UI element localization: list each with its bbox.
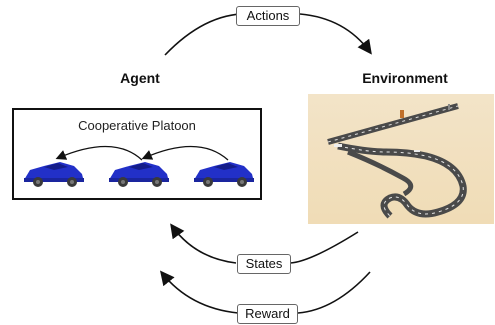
reward-arrow — [297, 271, 371, 314]
actions-label: Actions — [236, 6, 300, 26]
platoon-arrow-2 — [141, 145, 229, 161]
states-arrow — [289, 231, 359, 264]
platoon-cars — [24, 145, 254, 187]
actions-arrow-end — [299, 13, 372, 55]
reward-label: Reward — [237, 304, 298, 324]
platoon-arrow-1 — [55, 145, 143, 161]
race-track-scene — [327, 103, 467, 219]
environment-scene — [308, 94, 494, 224]
environment-heading: Environment — [362, 70, 448, 86]
car-icon-1 — [24, 162, 84, 187]
states-arrow-end — [170, 223, 237, 264]
car-icon-2 — [109, 162, 169, 187]
reward-arrow-end — [160, 270, 239, 314]
platoon-title: Cooperative Platoon — [78, 118, 196, 133]
car-icon-3 — [194, 162, 254, 187]
states-label: States — [237, 254, 291, 274]
agent-box: Cooperative Platoon — [12, 108, 262, 200]
agent-heading: Agent — [120, 70, 160, 86]
